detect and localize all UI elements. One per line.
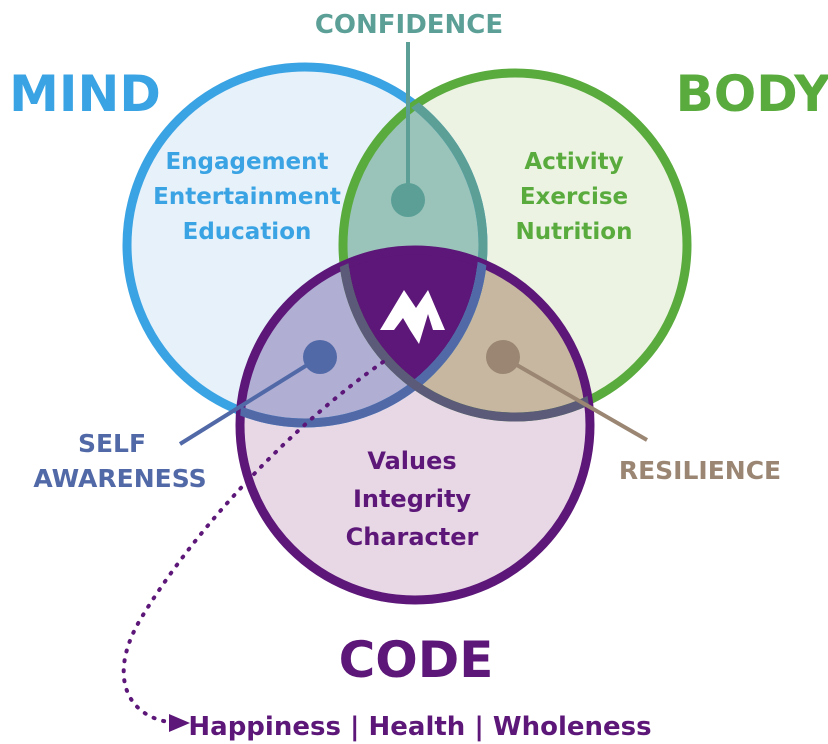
- resilience-label: RESILIENCE: [619, 456, 781, 485]
- confidence-dot: [391, 183, 425, 217]
- confidence-arc: [343, 73, 488, 417]
- outcome-arrow-icon: [169, 714, 190, 732]
- body-item-3: Nutrition: [516, 219, 633, 245]
- resilience-pointer-line: [502, 355, 648, 442]
- self-awareness-label-line1: SELF: [78, 429, 146, 458]
- code-circle-outline: [235, 245, 595, 605]
- body-item-2: Exercise: [520, 184, 628, 210]
- mountain-logo-icon: [380, 290, 445, 344]
- outcome-text: Happiness | Health | Wholeness: [188, 712, 651, 742]
- mind-item-1: Engagement: [165, 149, 328, 175]
- self-awareness-overlap: [240, 250, 483, 423]
- confidence-label: CONFIDENCE: [315, 10, 503, 40]
- body-item-1: Activity: [524, 149, 623, 175]
- code-item-1: Values: [367, 447, 456, 475]
- body-title: BODY: [676, 65, 828, 123]
- body-arc-in-code: [338, 250, 590, 422]
- self-awareness-dot: [303, 340, 337, 374]
- resilience-overlap: [343, 250, 590, 417]
- mind-item-2: Entertainment: [153, 184, 341, 210]
- self-awareness-label-line2: AWARENESS: [33, 464, 206, 493]
- self-awareness-pointer-line: [178, 355, 322, 446]
- code-item-3: Character: [346, 523, 479, 551]
- code-item-2: Integrity: [353, 485, 471, 513]
- code-title: CODE: [339, 631, 494, 689]
- mind-item-3: Education: [183, 219, 312, 245]
- resilience-dot: [486, 340, 520, 374]
- outcome-dotted-path: [121, 360, 385, 725]
- mind-title: MIND: [9, 65, 161, 123]
